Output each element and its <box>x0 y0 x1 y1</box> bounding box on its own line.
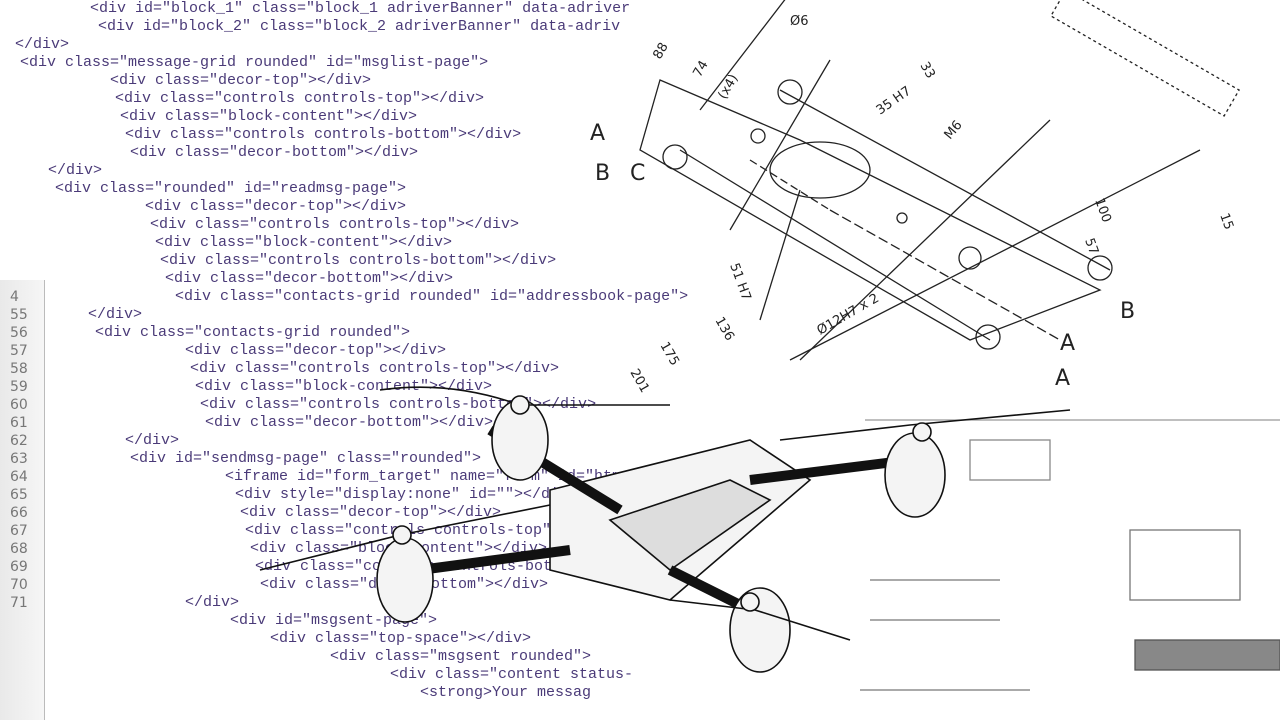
code-line: <div class="decor-top"></div> <box>145 198 407 215</box>
code-line: <div class="contacts-grid rounded" id="a… <box>175 288 689 305</box>
code-line: <div class="message-grid rounded" id="ms… <box>20 54 489 71</box>
dimension-label: 57 <box>1081 236 1101 257</box>
code-line: <div class="msgsent rounded"> <box>330 648 592 665</box>
code-line: <div class="controls controls-top"></div… <box>190 360 560 377</box>
motor-rear-left <box>376 537 434 623</box>
code-line: <div class="controls controls-bottom"></… <box>160 252 557 269</box>
code-line: <div class="controls controls-top"></div… <box>150 216 520 233</box>
dimension-label: Ø12H7 x 2 <box>815 291 882 339</box>
code-line: <div class="decor-bottom"></div> <box>165 270 454 287</box>
code-line: <div id="sendmsg-page" class="rounded"> <box>130 450 482 467</box>
dimension-label: 74 <box>690 58 711 80</box>
dimension-label: A <box>1055 366 1070 391</box>
line-number: 4 <box>10 289 19 305</box>
code-line: <div class="rounded" id="readmsg-page"> <box>55 180 407 197</box>
dimension-label: 35 H7 <box>874 84 914 119</box>
dimension-label: B <box>1120 299 1135 324</box>
line-number: 66 <box>10 505 28 521</box>
code-line: <div id="block_1" class="block_1 adriver… <box>90 0 631 17</box>
dimension-label: (x4) <box>715 72 741 102</box>
code-line: <div class="controls controls-bottom"></… <box>200 396 597 413</box>
part-outline <box>639 79 1102 341</box>
code-line: <div class="decor-top"></div> <box>110 72 372 89</box>
drone-illustration <box>259 386 1071 673</box>
dimension-label: 88 <box>650 40 671 62</box>
dimension-label: 175 <box>657 340 682 369</box>
propeller <box>779 409 1071 441</box>
line-number: 57 <box>10 343 28 359</box>
code-line: <div class="decor-bottom"></div> <box>205 414 494 431</box>
code-line: <div class="decor-top"></div> <box>185 342 447 359</box>
dimension-label: Ø6 <box>790 14 809 29</box>
code-line: <div class="block-content"></div> <box>155 234 453 251</box>
line-number: 63 <box>10 451 28 467</box>
code-line: <div class="top-space"></div> <box>270 630 532 647</box>
code-line: </div> <box>88 306 143 323</box>
line-number: 68 <box>10 541 28 557</box>
line-number: 56 <box>10 325 28 341</box>
code-line: </div> <box>48 162 103 179</box>
code-line: <div id="block_2" class="block_2 adriver… <box>98 18 621 35</box>
line-number-gutter <box>0 280 45 720</box>
line-number: 58 <box>10 361 28 377</box>
motor-rear-right <box>729 587 791 673</box>
dimension-label: A <box>590 121 605 146</box>
line-number: 70 <box>10 577 28 593</box>
code-line: </div> <box>15 36 70 53</box>
dimension-label: A <box>1060 331 1075 356</box>
line-number: 69 <box>10 559 28 575</box>
dimension-label: C <box>630 161 645 186</box>
line-number: 60 <box>10 397 28 413</box>
line-number: 67 <box>10 523 28 539</box>
motor-front-right <box>884 432 946 518</box>
code-line: <div class="decor-top"></div> <box>240 504 502 521</box>
code-line: <div class="controls controls-bottom"></… <box>125 126 522 143</box>
line-number: 71 <box>10 595 28 611</box>
code-line: </div> <box>125 432 180 449</box>
line-number: 55 <box>10 307 28 323</box>
code-line: <div class="block-content"></div> <box>195 378 493 395</box>
dimension-label: 100 <box>1091 196 1114 224</box>
code-line: <div class="controls controls-top"></div… <box>115 90 485 107</box>
dimension-label: B <box>595 161 610 186</box>
line-number: 62 <box>10 433 28 449</box>
dimension-label: 136 <box>712 315 737 344</box>
code-line: </div> <box>185 594 240 611</box>
code-line: <strong>Your messag <box>420 684 592 701</box>
dimension-label: M6 <box>942 118 966 143</box>
dimension-label: 15 <box>1216 211 1236 232</box>
line-number: 64 <box>10 469 28 485</box>
dimension-label: 51 H7 <box>726 261 753 303</box>
code-line: <div class="decor-bottom"></div> <box>130 144 419 161</box>
line-number: 59 <box>10 379 28 395</box>
code-line: <div class="contacts-grid rounded"> <box>95 324 411 341</box>
code-line: <div class="content status- <box>390 666 634 683</box>
dimension-label: 33 <box>917 60 938 82</box>
line-number: 65 <box>10 487 28 503</box>
code-line: <div class="block-content"></div> <box>120 108 418 125</box>
line-number: 61 <box>10 415 28 431</box>
